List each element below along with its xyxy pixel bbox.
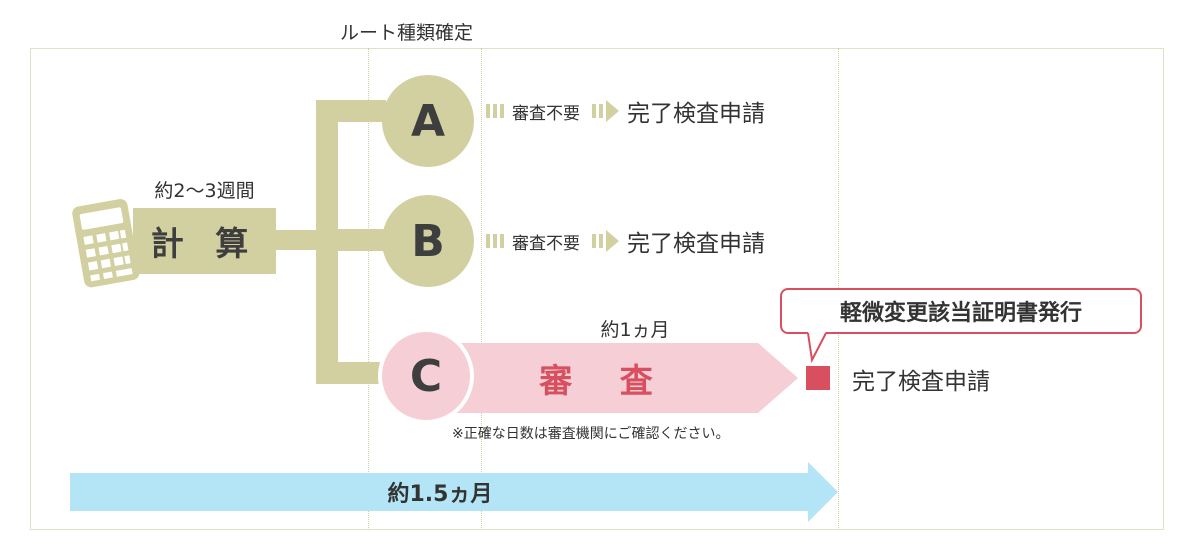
route-b-flow: 審査不要 完了検査申請: [486, 224, 765, 258]
route-a-flow: 審査不要 完了検査申請: [486, 94, 765, 128]
guide-line-2: [481, 48, 482, 530]
certificate-callout-text: 軽微変更該当証明書発行: [839, 301, 1082, 326]
route-a-letter: A: [410, 95, 446, 147]
route-b-step2: 完了検査申請: [627, 231, 765, 257]
review-label: 審 査: [539, 361, 671, 400]
certificate-callout: 軽微変更該当証明書発行: [780, 288, 1142, 334]
total-duration-arrow: [70, 462, 838, 522]
marker-square-icon: [806, 366, 830, 390]
note-text: ※正確な日数は審査機関にご確認ください。: [452, 426, 730, 442]
arrow-right-icon: [592, 230, 619, 252]
arrow-right-icon: [592, 100, 619, 122]
connector-branch-a: [316, 100, 386, 122]
guide-line-1: [368, 48, 369, 530]
route-c-step2: 完了検査申請: [852, 369, 990, 395]
connector-branch-b: [316, 229, 386, 251]
route-fixed-label: ルート種類確定: [340, 22, 474, 44]
stripes-icon: [486, 104, 504, 118]
route-a-step1: 審査不要: [512, 103, 580, 124]
route-a-circle: A: [382, 75, 474, 167]
calc-duration: 約2〜3週間: [154, 180, 255, 202]
connector-horizontal: [276, 230, 318, 250]
callout-pointer: [807, 332, 827, 364]
stripes-icon: [486, 234, 504, 248]
diagram-frame: [30, 48, 1164, 530]
connector-branch-c: [316, 362, 386, 384]
route-b-step1: 審査不要: [512, 233, 580, 254]
route-a-step2: 完了検査申請: [627, 101, 765, 127]
route-c-duration: 約1ヵ月: [600, 319, 670, 341]
route-b-circle: B: [382, 195, 474, 287]
calc-label: 計 算: [133, 208, 276, 274]
route-c-letter: C: [409, 350, 443, 402]
route-b-letter: B: [411, 215, 445, 267]
route-c-circle: C: [382, 332, 470, 420]
total-duration-label: 約1.5ヵ月: [387, 482, 493, 507]
review-label-box: 審 査: [455, 343, 755, 413]
review-arrow: [430, 343, 798, 413]
calculator-icon: [72, 199, 140, 288]
